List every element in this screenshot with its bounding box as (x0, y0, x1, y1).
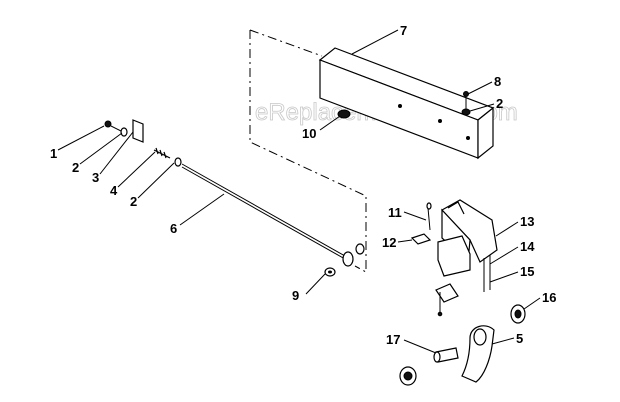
small-plate-part (410, 233, 432, 245)
callout-16: 16 (542, 290, 556, 305)
callouts: 1 2 3 4 2 6 7 8 2 9 10 11 12 13 14 15 16… (50, 23, 556, 347)
spring-part (153, 147, 171, 159)
pin-part (433, 347, 459, 363)
callout-2-lower-left: 2 (130, 194, 137, 209)
screw-part (463, 91, 469, 110)
callout-1: 1 (50, 146, 57, 161)
rod-part (181, 163, 365, 267)
callout-13: 13 (520, 214, 534, 229)
fastener-stack (104, 119, 182, 167)
bottom-washer-part (399, 366, 417, 386)
bracket-housing-part (426, 199, 498, 277)
callout-14: 14 (520, 239, 535, 254)
callout-6: 6 (170, 221, 177, 236)
cam-lever-part (461, 325, 495, 383)
clip-part (435, 255, 491, 317)
callout-3: 3 (92, 170, 99, 185)
washer-part (461, 108, 471, 116)
screw-head-part (104, 120, 112, 128)
leader-lines (57, 29, 541, 354)
callout-15: 15 (520, 264, 534, 279)
callout-9: 9 (292, 288, 299, 303)
rail-bar-part (318, 47, 495, 160)
callout-2-upper-left: 2 (72, 160, 79, 175)
callout-5: 5 (516, 331, 523, 346)
callout-12: 12 (382, 235, 396, 250)
assembly-outline (249, 29, 367, 273)
callout-10: 10 (302, 126, 316, 141)
callout-8: 8 (494, 74, 501, 89)
callout-4: 4 (110, 183, 118, 198)
callout-17: 17 (386, 332, 400, 347)
bracket-plate-part (132, 119, 144, 143)
nut-part (337, 109, 351, 119)
lock-washer-part (120, 127, 128, 137)
callout-7: 7 (400, 23, 407, 38)
callout-2-right: 2 (496, 96, 503, 111)
callout-11: 11 (388, 205, 402, 220)
bushing-washer-part (510, 304, 526, 324)
washer-lower-part (174, 157, 182, 167)
